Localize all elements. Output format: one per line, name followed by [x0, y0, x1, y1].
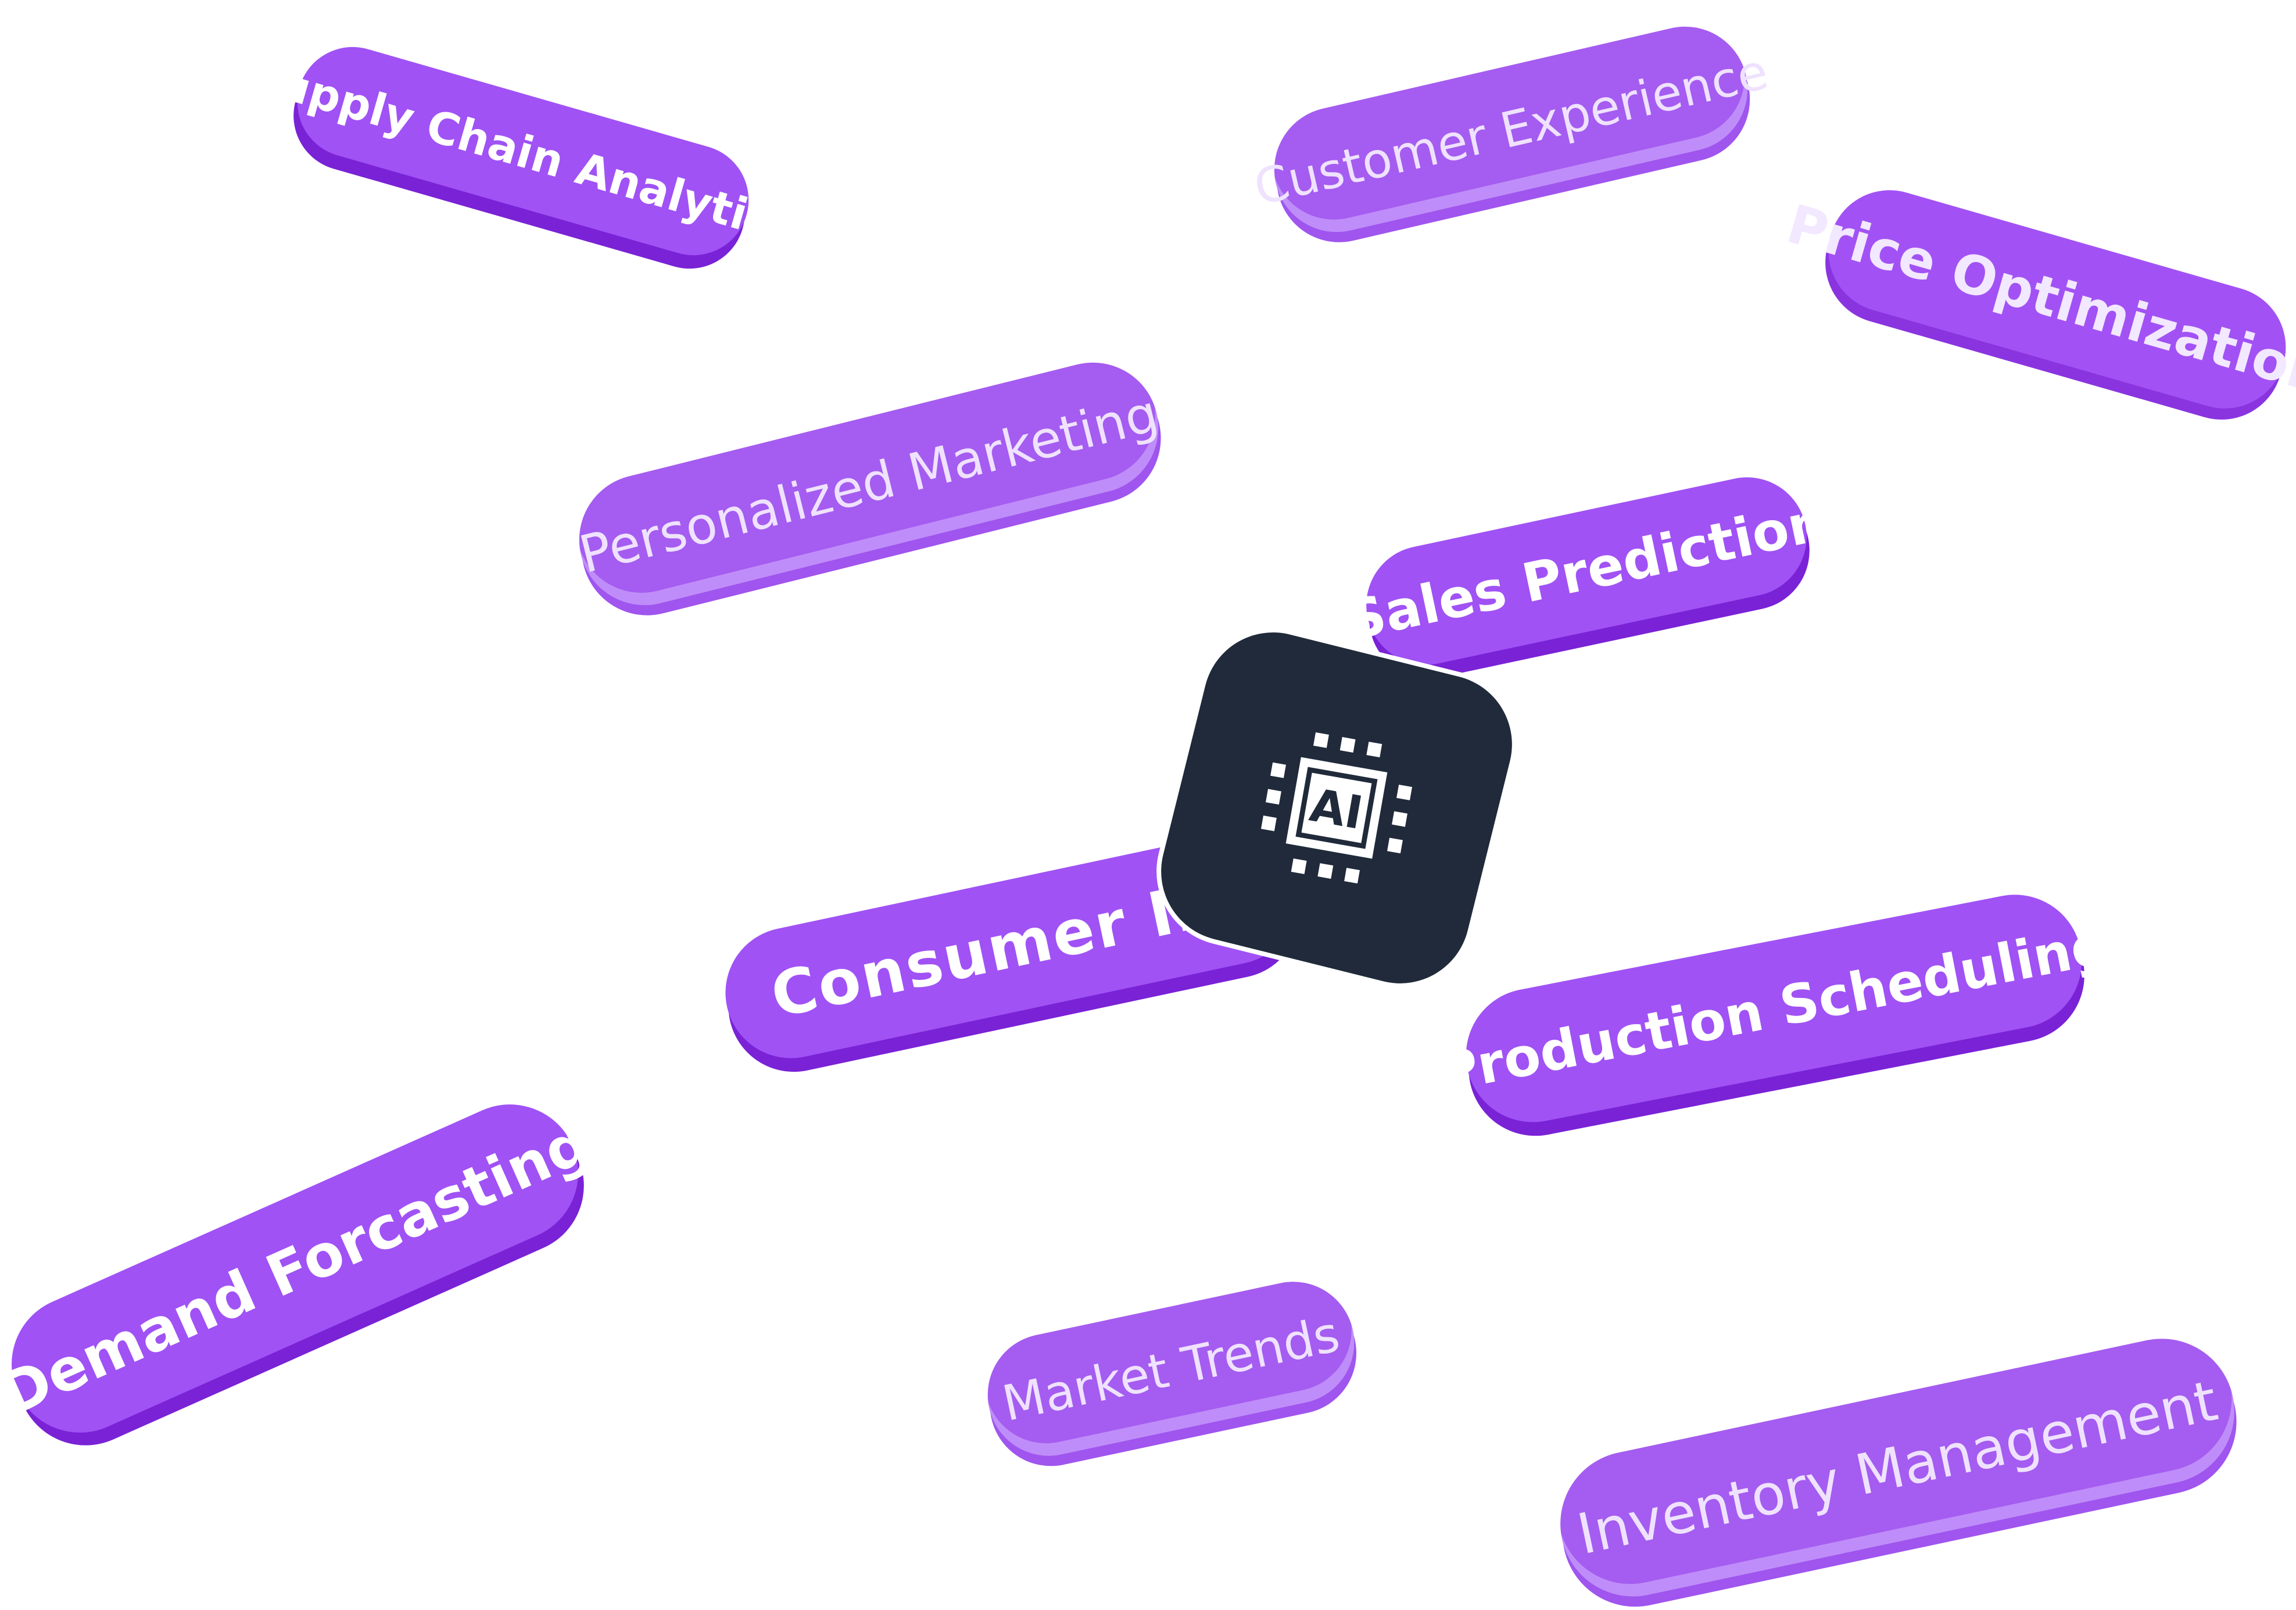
- topic-label: Market Trends: [997, 1305, 1345, 1433]
- topic-pill-market-trends: Market Trends: [976, 1270, 1366, 1468]
- topic-pill-customer-experience: Customer Experience: [1249, 14, 1773, 245]
- topic-label: Price Optimization: [1780, 192, 2296, 406]
- topic-pill-personalized-marketing: Personalized Marketing: [565, 348, 1173, 620]
- topic-label: Personalized Marketing: [574, 382, 1164, 585]
- topic-pill-price-optimization: Price Optimization: [1781, 176, 2296, 423]
- ai-center-tile: AI: [1146, 617, 1527, 999]
- topic-label: Customer Experience: [1248, 42, 1774, 216]
- ai-chip-label: AI: [1306, 779, 1366, 840]
- topic-pill-production-scheduling: Production Scheduling: [1434, 883, 2114, 1134]
- topic-pill-sales-prediction: Sales Prediction: [1341, 466, 1832, 676]
- ai-chip-icon: AI: [1260, 732, 1413, 884]
- topic-pill-demand-forcasting: Demand Forcasting: [0, 1082, 600, 1455]
- topic-pill-inventory-management: Inventory Management: [1546, 1325, 2248, 1610]
- topic-label: Supply Chain Analytics: [242, 48, 804, 255]
- topic-label: Sales Prediction: [1341, 489, 1832, 653]
- topic-label: Production Scheduling: [1433, 913, 2115, 1104]
- topic-label: Demand Forcasting: [0, 1108, 599, 1429]
- topic-label: Inventory Management: [1571, 1368, 2223, 1568]
- topic-pill-supply-chain-analytics: Supply Chain Analytics: [242, 34, 804, 269]
